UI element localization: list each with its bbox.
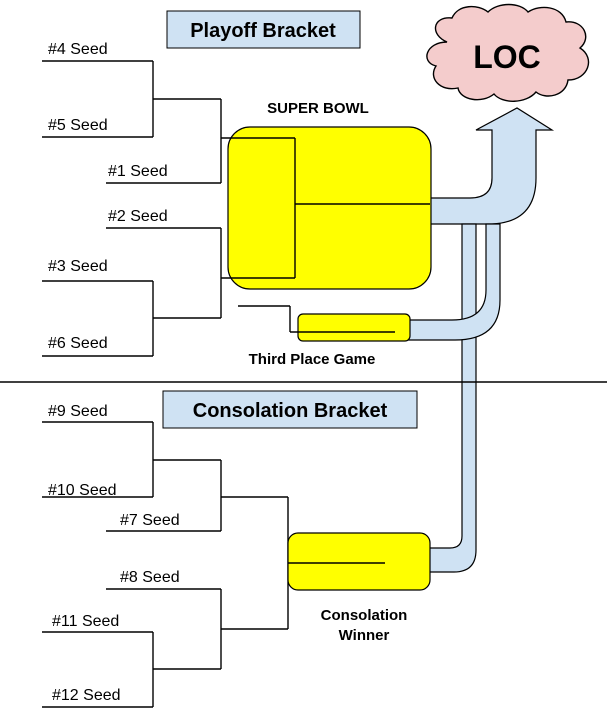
consolation-seeds: #9 Seed #10 Seed #7 Seed #8 Seed #11 See… <box>48 403 180 704</box>
super-bowl-game: SUPER BOWL <box>221 100 432 290</box>
seed-label: #9 Seed <box>48 403 108 420</box>
loc-cloud: LOC <box>426 3 590 102</box>
seed-label: #11 Seed <box>52 613 119 630</box>
pipe-third-place <box>407 223 501 341</box>
seed-label: #1 Seed <box>108 163 168 180</box>
super-bowl-box <box>227 126 432 290</box>
consolation-title-box <box>162 390 418 429</box>
pipe-to-loc <box>424 107 555 225</box>
playoff-bracket-lines <box>42 60 222 357</box>
playoff-title: Playoff Bracket <box>166 10 361 49</box>
seed-label: #5 Seed <box>48 117 108 134</box>
super-bowl-label: SUPER BOWL <box>267 100 369 117</box>
playoff-seeds: #4 Seed #5 Seed #1 Seed #2 Seed #3 Seed … <box>48 41 168 352</box>
consolation-bracket-lines <box>42 421 288 708</box>
consolation-winner-label-1: Consolation <box>321 607 408 624</box>
loc-text: LOC <box>473 39 541 75</box>
seed-label: #4 Seed <box>48 41 108 58</box>
cloud-shape <box>426 3 590 102</box>
seed-label: #8 Seed <box>120 569 180 586</box>
seed-label: #12 Seed <box>52 687 121 704</box>
third-place-game: Third Place Game <box>238 305 411 368</box>
consolation-winner-box <box>287 532 431 591</box>
seed-label: #10 Seed <box>48 482 117 499</box>
pipe-consolation <box>427 223 477 573</box>
seed-label: #2 Seed <box>108 208 168 225</box>
playoff-title-box <box>166 10 361 49</box>
seed-label: #6 Seed <box>48 335 108 352</box>
seed-label: #3 Seed <box>48 258 108 275</box>
consolation-winner-game: Consolation Winner <box>287 497 431 644</box>
third-place-box <box>297 313 411 342</box>
consolation-title: Consolation Bracket <box>162 390 418 429</box>
consolation-winner-label-2: Winner <box>339 627 390 644</box>
third-place-label: Third Place Game <box>249 351 376 368</box>
seed-label: #7 Seed <box>120 512 180 529</box>
playoff-title-text: Playoff Bracket <box>190 20 336 42</box>
consolation-title-text: Consolation Bracket <box>193 400 388 422</box>
